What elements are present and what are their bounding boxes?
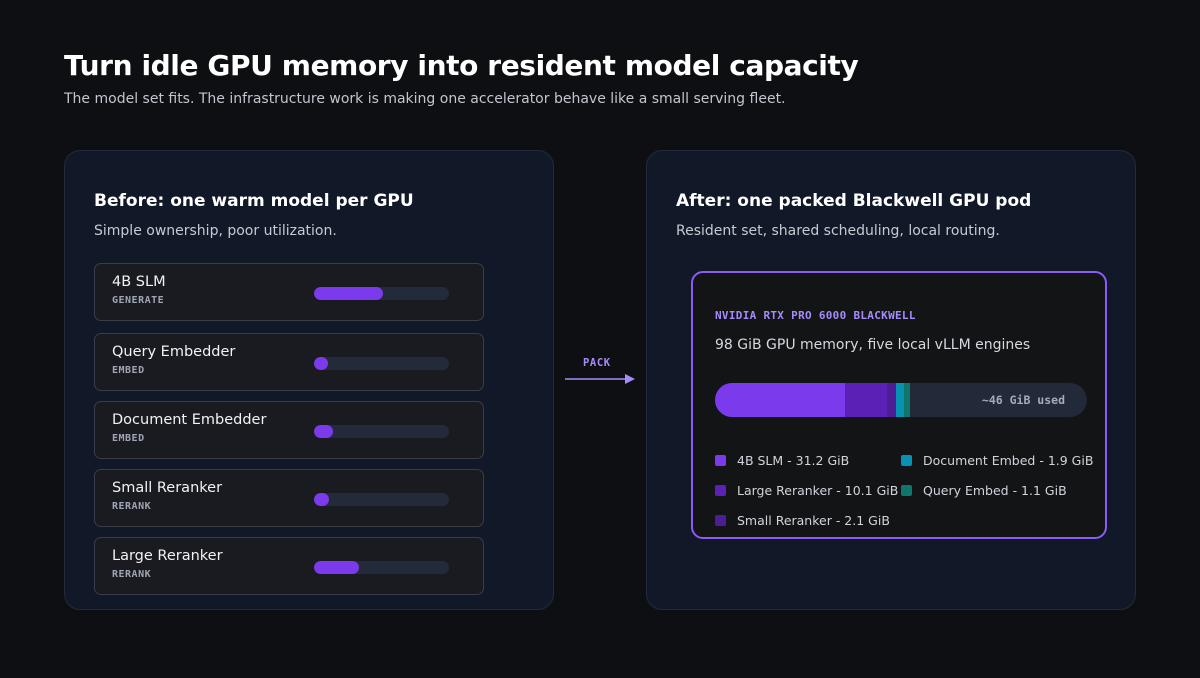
legend-label: 4B SLM - 31.2 GiB — [737, 453, 850, 468]
legend-label: Query Embed - 1.1 GiB — [923, 483, 1067, 498]
page-title: Turn idle GPU memory into resident model… — [64, 49, 859, 82]
utilization-track — [314, 425, 449, 438]
legend-label: Large Reranker - 10.1 GiB — [737, 483, 899, 498]
legend-label: Small Reranker - 2.1 GiB — [737, 513, 890, 528]
utilization-fill — [314, 357, 328, 370]
memory-segment-document-embed — [896, 383, 904, 417]
model-row-small-reranker: Small Reranker RERANK — [94, 469, 484, 527]
model-role: EMBED — [112, 365, 145, 376]
memory-segment-4b-slm — [715, 383, 845, 417]
model-role: RERANK — [112, 501, 152, 512]
gpu-description: 98 GiB GPU memory, five local vLLM engin… — [715, 337, 1031, 353]
model-name: 4B SLM — [112, 274, 166, 290]
model-name: Small Reranker — [112, 480, 223, 496]
utilization-track — [314, 357, 449, 370]
gpu-card: NVIDIA RTX PRO 6000 BLACKWELL 98 GiB GPU… — [691, 271, 1107, 539]
model-row-large-reranker: Large Reranker RERANK — [94, 537, 484, 595]
utilization-fill — [314, 287, 383, 300]
memory-segment-large-reranker — [845, 383, 887, 417]
before-panel: Before: one warm model per GPU Simple ow… — [64, 150, 554, 610]
legend-label: Document Embed - 1.9 GiB — [923, 453, 1094, 468]
model-row-4b-slm: 4B SLM GENERATE — [94, 263, 484, 321]
model-role: GENERATE — [112, 295, 165, 306]
model-row-document-embedder: Document Embedder EMBED — [94, 401, 484, 459]
memory-bar: ~46 GiB used — [715, 383, 1087, 417]
arrow-right-icon — [565, 374, 635, 384]
legend-swatch — [901, 485, 912, 496]
pack-label: PACK — [583, 357, 611, 369]
after-title: After: one packed Blackwell GPU pod — [676, 191, 1032, 211]
memory-used-label: ~46 GiB used — [981, 393, 1065, 407]
model-role: EMBED — [112, 433, 145, 444]
memory-segment-small-reranker — [887, 383, 896, 417]
before-subtitle: Simple ownership, poor utilization. — [94, 223, 337, 239]
after-panel: After: one packed Blackwell GPU pod Resi… — [646, 150, 1136, 610]
memory-segment-query-embed — [904, 383, 910, 417]
gpu-name: NVIDIA RTX PRO 6000 BLACKWELL — [715, 309, 916, 322]
page-subtitle: The model set fits. The infrastructure w… — [64, 91, 786, 107]
model-name: Document Embedder — [112, 412, 267, 428]
utilization-track — [314, 561, 449, 574]
utilization-fill — [314, 493, 329, 506]
utilization-fill — [314, 425, 333, 438]
model-name: Query Embedder — [112, 344, 236, 360]
utilization-track — [314, 493, 449, 506]
model-role: RERANK — [112, 569, 152, 580]
legend-swatch — [715, 515, 726, 526]
after-subtitle: Resident set, shared scheduling, local r… — [676, 223, 1000, 239]
before-title: Before: one warm model per GPU — [94, 191, 414, 211]
model-row-query-embedder: Query Embedder EMBED — [94, 333, 484, 391]
utilization-track — [314, 287, 449, 300]
legend-swatch — [715, 485, 726, 496]
utilization-fill — [314, 561, 359, 574]
legend-swatch — [715, 455, 726, 466]
model-name: Large Reranker — [112, 548, 223, 564]
legend-swatch — [901, 455, 912, 466]
